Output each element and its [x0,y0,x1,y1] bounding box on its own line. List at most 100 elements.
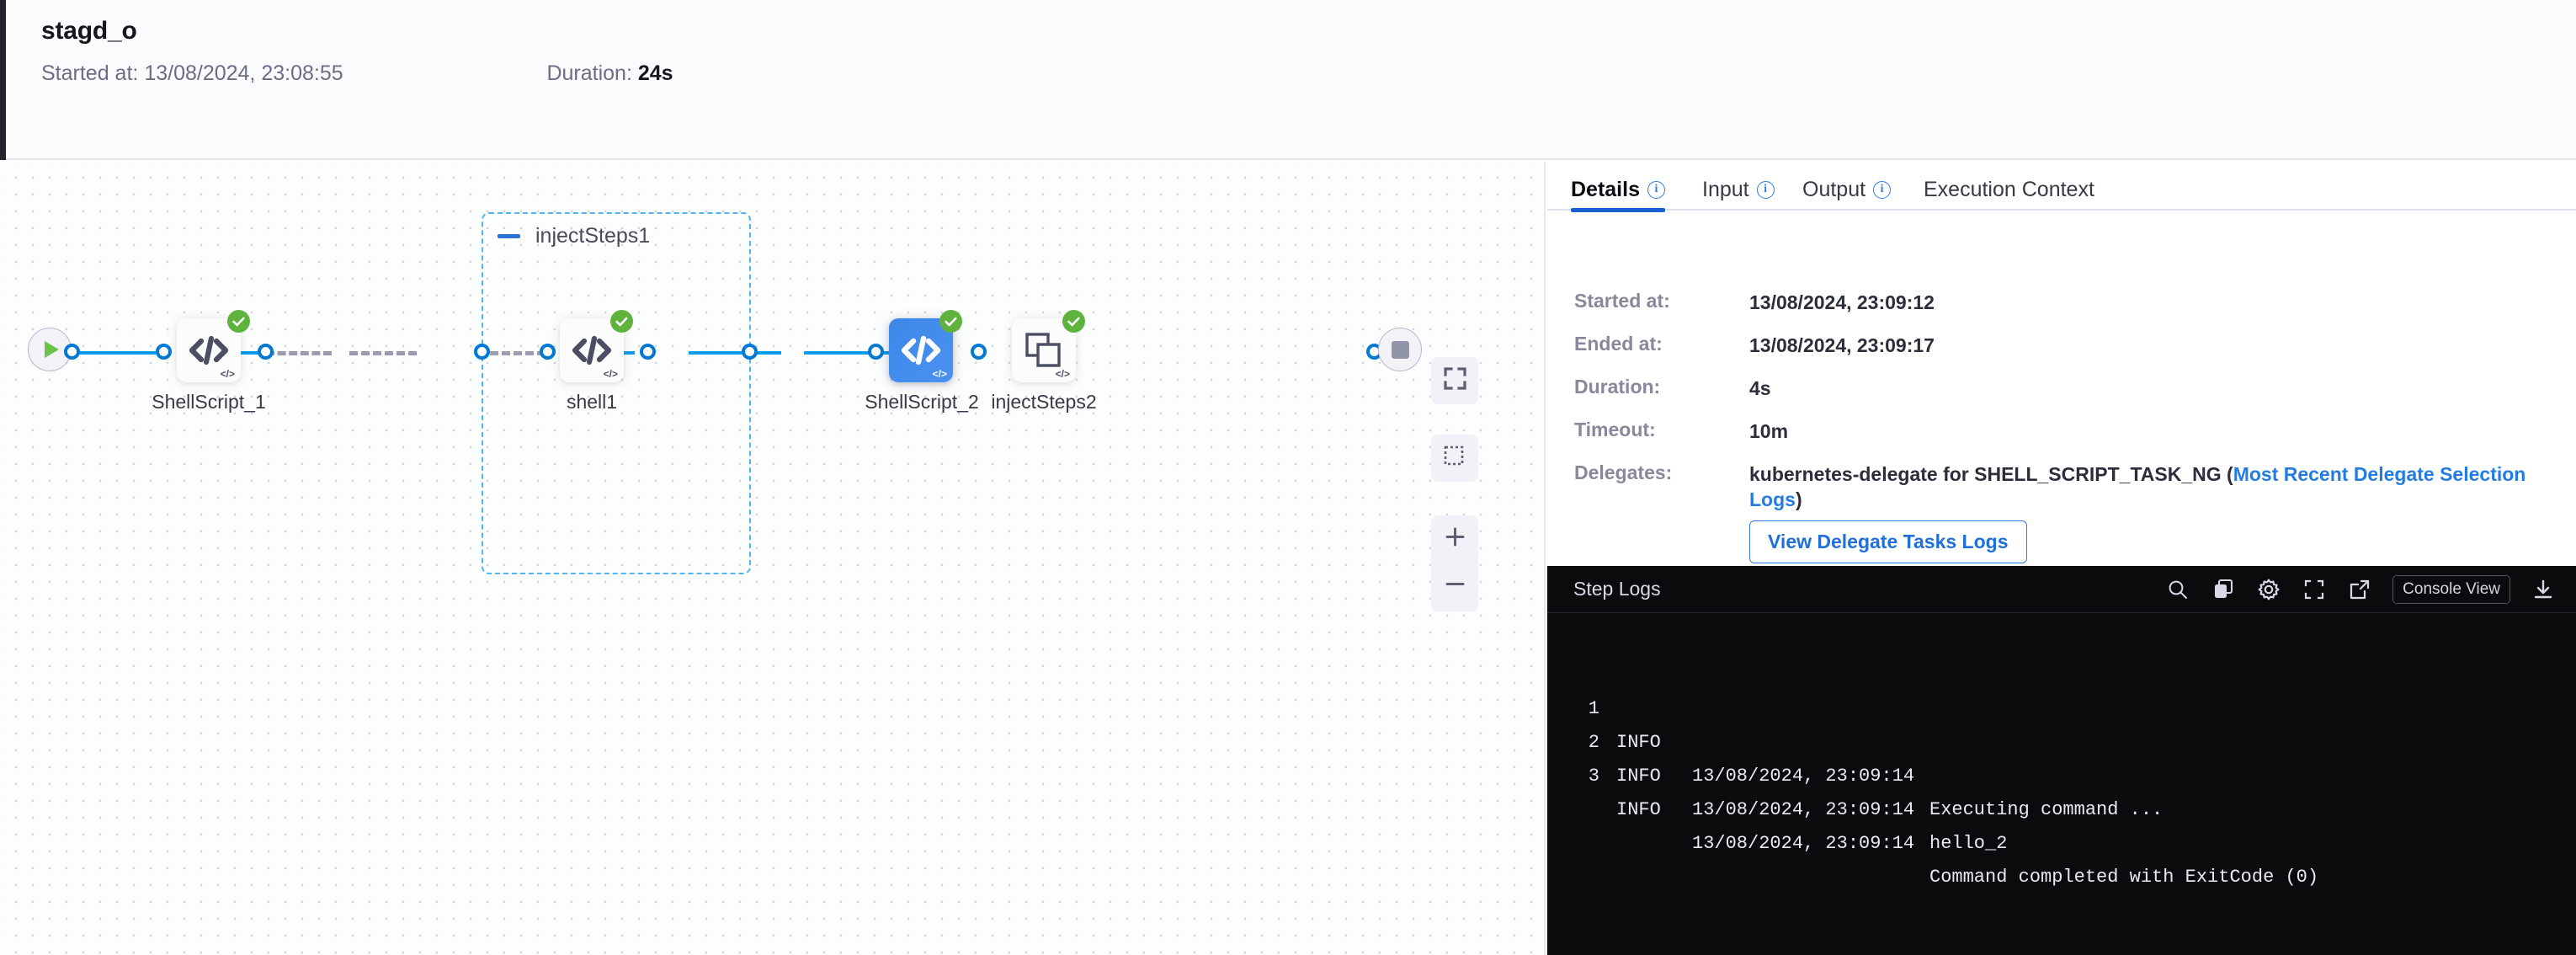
view-delegate-tasks-logs-button[interactable]: View Delegate Tasks Logs [1749,520,2027,563]
detail-tabs: Details i Input i Output i Execution Con… [1547,162,2576,212]
detail-label-ended-at: Ended at: [1574,333,1663,355]
step-logs-panel: Step Logs [1547,566,2576,955]
log-line: 3 INFO 13/08/2024, 23:09:14 Command comp… [1547,726,2576,888]
console-view-button[interactable]: Console View [2392,575,2510,604]
info-icon[interactable]: i [1873,180,1892,199]
node-shell1[interactable]: </> [560,310,633,382]
group-entry-port[interactable] [474,344,490,360]
header-meta: Started at: 13/08/2024, 23:08:55 Duratio… [41,61,673,86]
log-line-message: Command completed with ExitCode (0) [1929,867,2319,888]
delegates-tail: ) [1795,488,1802,511]
end-node[interactable] [1378,328,1422,371]
status-badge-success [227,310,250,333]
shell1-input-port[interactable] [540,344,556,360]
detail-value-started-at: 13/08/2024, 23:09:12 [1749,291,1935,313]
code-icon [177,318,241,382]
step-logs-title: Step Logs [1573,578,1661,600]
edge-shellscript2-to-injectsteps2 [689,351,781,355]
edge-injectsteps2-to-end [804,351,897,355]
node-label-shell1: shell1 [566,391,618,413]
plus-icon [1444,526,1466,552]
fit-screen-icon [1443,367,1466,394]
fullscreen-icon[interactable] [2302,577,2327,602]
start-node-output-port[interactable] [64,344,80,360]
log-line-timestamp: 13/08/2024, 23:09:14 [1692,833,1915,854]
header-duration-value: 24s [637,61,673,85]
shellscript2-output-port[interactable] [971,344,987,360]
code-icon [889,318,953,382]
stop-icon [1391,340,1409,359]
log-line-message: Executing command ... [1929,799,2164,820]
shellscript1-input-port[interactable] [156,344,172,360]
log-line-level: INFO [1616,799,1661,820]
log-line-number: 3 [1588,766,1599,787]
info-icon[interactable]: i [1647,180,1665,199]
zoom-out-button[interactable] [1431,563,1478,610]
detail-value-duration: 4s [1749,377,1771,399]
pipeline-canvas[interactable]: injectSteps1 </> [0,162,1546,955]
code-badge-icon: </> [603,368,618,380]
page-header: stagd_o Started at: 13/08/2024, 23:08:55… [6,0,2576,160]
dashed-selection-icon [1444,445,1466,472]
log-output[interactable]: 1 INFO 13/08/2024, 23:09:14 Executing co… [1547,659,2576,888]
minus-icon [1444,573,1466,600]
header-started-at: Started at: 13/08/2024, 23:08:55 [41,61,543,86]
selection-box-button[interactable] [1431,435,1478,482]
code-icon [560,318,624,382]
step-logs-actions: Console View [2165,566,2556,613]
tab-execution-context[interactable]: Execution Context [1924,168,2094,211]
header-started-label: Started at: [41,61,139,85]
shellscript1-output-port[interactable] [258,344,274,360]
log-line-number: 2 [1588,732,1599,753]
tab-output-label: Output [1802,177,1866,201]
group-title: injectSteps1 [535,224,651,248]
detail-label-delegates: Delegates: [1574,461,1673,483]
node-shellscript1[interactable]: </> [177,310,250,382]
delegates-text: kubernetes-delegate for SHELL_SCRIPT_TAS… [1749,463,2233,485]
detail-label-started-at: Started at: [1574,290,1670,312]
log-line-number: 1 [1588,698,1599,719]
code-badge-icon: </> [220,368,235,380]
detail-value-ended-at: 13/08/2024, 23:09:17 [1749,334,1935,356]
zoom-in-button[interactable] [1431,515,1478,563]
play-icon [45,341,59,358]
tab-details[interactable]: Details i [1571,168,1665,212]
edge-dashed-into-group [266,351,332,355]
collapse-icon[interactable] [498,234,520,238]
node-shellscript2[interactable]: </> [889,310,962,382]
header-duration-label: Duration: [546,61,632,85]
log-line-level: INFO [1616,732,1661,753]
download-icon[interactable] [2531,577,2556,602]
log-line-level: INFO [1616,766,1661,787]
status-badge-success [1062,310,1085,333]
shellscript2-input-port[interactable] [868,344,884,360]
group-header[interactable]: injectSteps1 [498,224,650,248]
detail-value-delegates: kubernetes-delegate for SHELL_SCRIPT_TAS… [1749,461,2541,513]
fit-to-screen-button[interactable] [1431,357,1478,404]
edge-dashed-group-inner-left [349,351,417,355]
node-injectsteps2[interactable]: </> [1012,310,1085,382]
detail-label-timeout: Timeout: [1574,419,1656,440]
node-label-injectsteps2: injectSteps2 [991,391,1097,413]
copy-icon[interactable] [2211,577,2236,602]
zoom-controls[interactable] [1431,515,1478,611]
shell1-output-port[interactable] [640,344,656,360]
detail-label-duration: Duration: [1574,376,1661,397]
tab-input-label: Input [1702,177,1749,201]
group-exit-port[interactable] [742,344,758,360]
step-detail-panel: Details i Input i Output i Execution Con… [1547,162,2576,955]
gear-icon[interactable] [2256,577,2281,602]
external-link-icon[interactable] [2347,577,2372,602]
edge-dashed-group-inner-right [478,351,546,355]
group-injectsteps1[interactable]: injectSteps1 [482,212,751,574]
log-line: 2 INFO 13/08/2024, 23:09:14 hello_2 [1547,692,2576,854]
node-label-shellscript2: ShellScript_2 [865,391,979,413]
status-badge-success [610,310,633,333]
search-icon[interactable] [2165,577,2190,602]
info-icon[interactable]: i [1756,180,1775,199]
tab-input[interactable]: Input i [1702,168,1775,211]
delegate-selection-logs-link[interactable]: Most Recent Delegate Selection Logs [1749,463,2526,511]
tab-output[interactable]: Output i [1802,168,1892,211]
step-logs-toolbar: Step Logs [1547,566,2576,613]
